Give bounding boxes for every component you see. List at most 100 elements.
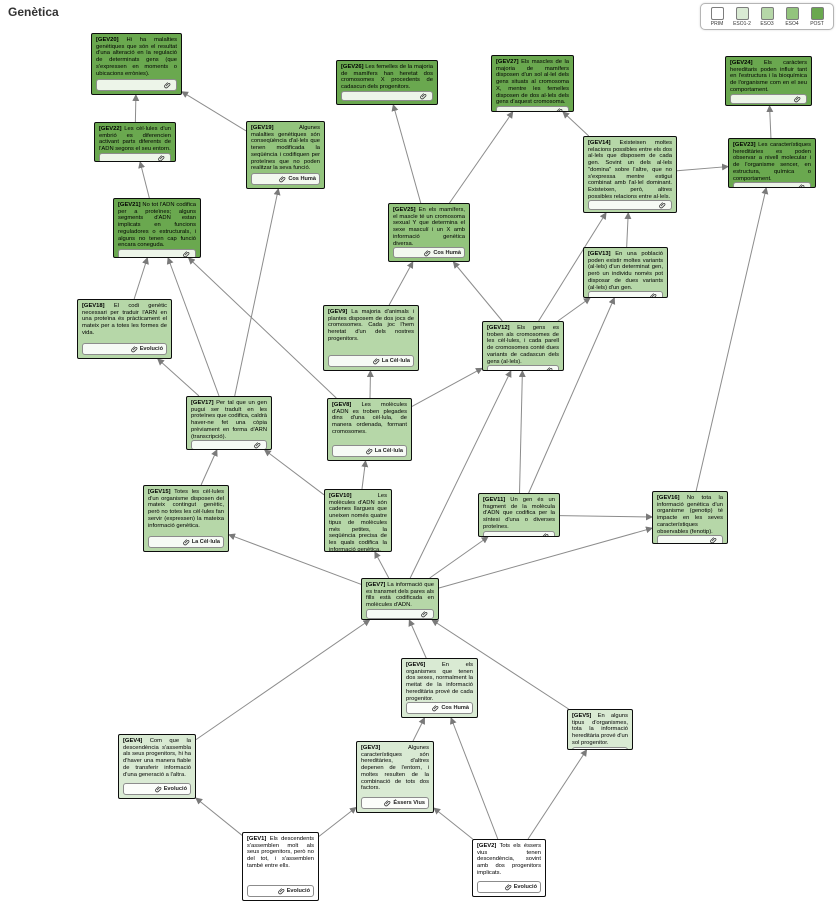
resource-badge[interactable] bbox=[572, 746, 628, 749]
resource-badge[interactable] bbox=[483, 530, 555, 536]
resource-badge[interactable] bbox=[588, 200, 672, 211]
concept-text: Algunes característiques són hereditàrie… bbox=[361, 745, 429, 792]
concept-node[interactable]: [GEV18] El codi genètic necessari per tr… bbox=[77, 299, 172, 359]
legend-label: ESO1-2 bbox=[733, 21, 751, 27]
concept-code: [GEV12] bbox=[487, 325, 510, 331]
edge-line bbox=[374, 551, 390, 579]
resource-badge[interactable]: Cos Humà bbox=[393, 247, 465, 258]
concept-node[interactable]: [GEV11] Un gen és un fragment de la molè… bbox=[478, 493, 560, 537]
concept-node[interactable]: [GEV23] Les característiques hereditàrie… bbox=[728, 138, 816, 188]
resource-badge-label: Cos Humà bbox=[441, 705, 469, 712]
concept-node[interactable]: [GEV7] La informació que es transmet del… bbox=[361, 578, 439, 620]
concept-code: [GEV20] bbox=[96, 37, 119, 43]
edge-line bbox=[429, 536, 489, 579]
concept-node[interactable]: [GEV27] Els mascles de la majoria de mam… bbox=[491, 55, 574, 112]
concept-node[interactable]: [GEV2] Tots els éssers vius tenen descen… bbox=[472, 839, 546, 897]
resource-badge[interactable] bbox=[487, 365, 559, 370]
concept-text: En els organismes que tenen dos sexes, n… bbox=[406, 662, 473, 702]
edge-line bbox=[133, 257, 149, 300]
concept-node[interactable]: [GEV26] Les femelles de la majoria de ma… bbox=[336, 60, 438, 105]
concept-node[interactable]: [GEV22] Les cèl·lules d'un embrió es dif… bbox=[94, 122, 176, 162]
resource-badge-label: Evolució bbox=[286, 888, 310, 894]
concept-text: Algunes malalties genètiques són conseqü… bbox=[251, 125, 320, 172]
resource-badge[interactable] bbox=[733, 182, 811, 187]
resource-badge[interactable]: La Cèl·lula bbox=[328, 355, 414, 367]
resource-badge[interactable] bbox=[657, 535, 723, 543]
resource-badge[interactable] bbox=[99, 152, 171, 161]
resource-badge[interactable] bbox=[366, 608, 434, 619]
edge-line bbox=[318, 806, 357, 837]
concept-node[interactable]: [GEV10] Les molècules d'ADN són cadenes … bbox=[324, 489, 392, 552]
legend-swatch bbox=[760, 7, 774, 20]
resource-badge[interactable]: La Cèl·lula bbox=[148, 536, 224, 548]
concept-code: [GEV16] bbox=[657, 495, 680, 501]
concept-node[interactable]: [GEV3] Algunes característiques són here… bbox=[356, 741, 434, 813]
resource-badge[interactable] bbox=[730, 93, 807, 104]
resource-badge-label: La Cèl·lula bbox=[381, 358, 410, 364]
concept-statement: [GEV24] Els caràcters hereditaris poden … bbox=[730, 60, 807, 94]
resource-badge[interactable]: Evolució bbox=[247, 885, 314, 897]
concept-node[interactable]: [GEV13] En una població poden existir mo… bbox=[583, 247, 668, 298]
resource-badge[interactable] bbox=[496, 106, 569, 111]
concept-statement: [GEV8] Les molècules d'ADN es troben ple… bbox=[332, 402, 407, 436]
legend-label: ESO4 bbox=[785, 21, 799, 27]
paperclip-icon bbox=[130, 346, 138, 353]
resource-badge[interactable]: Evolució bbox=[82, 343, 167, 355]
resource-badge[interactable] bbox=[588, 291, 663, 297]
concept-node[interactable]: [GEV6] En els organismes que tenen dos s… bbox=[401, 658, 478, 718]
concept-node[interactable]: [GEV1] Els descendents s'assemblen molt … bbox=[242, 832, 319, 901]
resource-badge[interactable]: Evolució bbox=[123, 783, 191, 795]
concept-node[interactable]: [GEV15] Totes les cèl·lules d'un organis… bbox=[143, 485, 229, 552]
concept-node[interactable]: [GEV9] La majoria d'animals i plantes di… bbox=[323, 305, 419, 371]
paperclip-icon bbox=[164, 82, 171, 89]
concept-code: [GEV7] bbox=[366, 582, 386, 588]
concept-statement: [GEV26] Les femelles de la majoria de ma… bbox=[341, 64, 433, 91]
paperclip-icon bbox=[365, 448, 373, 455]
legend-label: PRIM bbox=[710, 21, 724, 27]
legend-swatch bbox=[735, 7, 749, 20]
concept-code: [GEV25] bbox=[393, 207, 416, 213]
concept-node[interactable]: [GEV16] No tota la informació genètica d… bbox=[652, 491, 728, 544]
paperclip-icon bbox=[659, 202, 666, 209]
paperclip-icon bbox=[556, 108, 563, 111]
resource-badge[interactable]: Cos Humà bbox=[406, 702, 473, 714]
edge-line bbox=[438, 526, 653, 589]
concept-text: En alguns tipus d'organismes, tota la in… bbox=[572, 713, 628, 746]
concept-node[interactable]: [GEV24] Els caràcters hereditaris poden … bbox=[725, 56, 812, 106]
concept-node[interactable]: [GEV17] Per tal que un gen pugui ser tra… bbox=[186, 396, 272, 450]
legend-item: ESO1-2 bbox=[732, 7, 752, 27]
paperclip-icon bbox=[158, 155, 165, 161]
concept-text: Existeixen moltes relacions possibles en… bbox=[588, 140, 672, 200]
concept-statement: [GEV6] En els organismes que tenen dos s… bbox=[406, 662, 473, 702]
legend-item: ESO3 bbox=[757, 7, 777, 27]
resource-badge[interactable] bbox=[191, 440, 267, 449]
legend-swatch bbox=[785, 7, 799, 20]
concept-node[interactable]: [GEV4] Com que la descendència s'assembl… bbox=[118, 734, 196, 799]
paperclip-icon bbox=[277, 888, 285, 895]
concept-statement: [GEV25] En els mamífers, el mascle té un… bbox=[393, 207, 465, 247]
concept-text: Els caràcters hereditaris poden influir … bbox=[730, 60, 807, 93]
concept-node[interactable]: [GEV5] En alguns tipus d'organismes, tot… bbox=[567, 709, 633, 750]
concept-statement: [GEV5] En alguns tipus d'organismes, tot… bbox=[572, 713, 628, 747]
resource-badge[interactable] bbox=[118, 249, 196, 257]
concept-node[interactable]: [GEV21] No tot l'ADN codifica per a prot… bbox=[113, 198, 201, 258]
concept-text: No tota la informació genètica d'un orga… bbox=[657, 495, 723, 535]
resource-badge[interactable] bbox=[341, 90, 433, 101]
resource-badge[interactable]: Cos Humà bbox=[251, 173, 320, 185]
concept-node[interactable]: [GEV20] Hi ha malalties genètiques que s… bbox=[91, 33, 182, 95]
concept-statement: [GEV16] No tota la informació genètica d… bbox=[657, 495, 723, 535]
paperclip-icon bbox=[183, 251, 190, 257]
resource-badge[interactable]: Éssers Vius bbox=[361, 797, 429, 809]
edge-line bbox=[449, 717, 499, 840]
concept-statement: [GEV17] Per tal que un gen pugui ser tra… bbox=[191, 400, 267, 440]
concept-node[interactable]: [GEV12] Els gens es troben als cromosome… bbox=[482, 321, 564, 371]
concept-node[interactable]: [GEV19] Algunes malalties genètiques són… bbox=[246, 121, 325, 189]
resource-badge[interactable] bbox=[96, 79, 177, 91]
paperclip-icon bbox=[650, 293, 657, 297]
resource-badge[interactable]: Evolució bbox=[477, 881, 541, 893]
paperclip-icon bbox=[254, 442, 261, 449]
concept-node[interactable]: [GEV14] Existeixen moltes relacions poss… bbox=[583, 136, 677, 213]
concept-node[interactable]: [GEV8] Les molècules d'ADN es troben ple… bbox=[327, 398, 412, 461]
resource-badge[interactable]: La Cèl·lula bbox=[332, 445, 407, 457]
concept-node[interactable]: [GEV25] En els mamífers, el mascle té un… bbox=[388, 203, 470, 262]
